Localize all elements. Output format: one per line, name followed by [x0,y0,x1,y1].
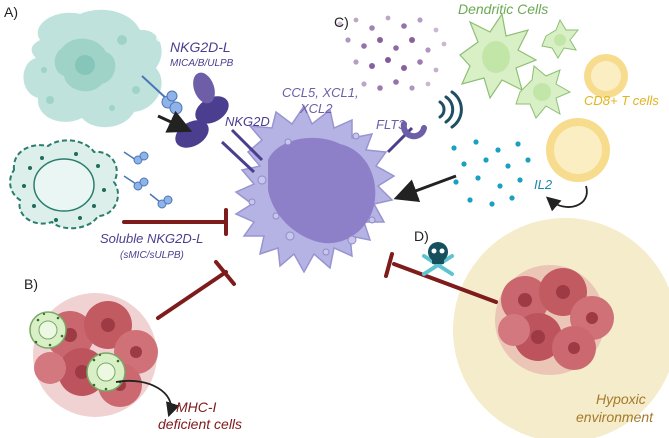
hypoxic-label-2: environment [576,409,654,425]
nkg2dl-sub-label: MICA/B/ULPB [170,58,234,69]
il2-particles [451,139,531,207]
nk-cell [234,104,396,274]
signal-waves-icon [438,90,463,129]
activation-arrow-nkg2d [157,110,193,133]
stressed-tumor-cell-top [3,9,164,128]
hypoxic-label-1: Hypoxic [596,391,646,407]
dendritic-cell-small [541,18,580,59]
nkg2dl-label: NKG2D-L [170,39,231,55]
flt3-label: FLT3 [376,117,406,132]
cd8-t-cells-label: CD8+ T cells [584,93,659,108]
mhc-label-2: deficient cells [158,416,243,432]
nkg2d-ligand [141,75,183,115]
inhibition-hypoxia [384,252,498,304]
dendritic-cells-label: Dendritic Cells [458,1,549,17]
chemokines-label-1: CCL5, XCL1, [282,85,359,100]
soluble-nkg2dl-molecules [123,151,173,209]
il2-arrow [393,174,457,203]
soluble-nkg2dl-sub-label: (sMIC/sULPB) [120,250,184,261]
il2-label: IL2 [534,177,553,192]
nkg2d-label: NKG2D [225,114,270,129]
panel-label-c: C) [334,14,349,30]
skull-crossbones-icon [422,242,454,276]
cd8-il2-curved-arrow [545,185,588,212]
soluble-nkg2dl-label: Soluble NKG2D-L [100,231,204,246]
dendritic-cell-large [459,12,538,100]
cd8-t-cell-small [584,54,628,98]
hypoxic-tumor-cluster [495,265,614,375]
chemokine-particles [337,15,447,91]
mhc-deficient-tumor-cluster [29,293,158,417]
inhibition-mhc [156,260,236,320]
cd8-t-cell-large [546,118,610,182]
chemokines-label-2: XCL2 [300,101,333,116]
mhc-label-1: MHC-I [176,399,217,415]
panel-label-b: B) [24,276,38,292]
tumor-cell-lower [9,139,119,230]
inhibition-soluble [122,208,228,236]
flt3-receptor [386,121,427,154]
dendritic-cell-medium [515,65,572,119]
mhc-curved-arrow [115,379,180,418]
panel-label-d: D) [414,228,429,244]
panel-label-a: A) [4,4,18,20]
